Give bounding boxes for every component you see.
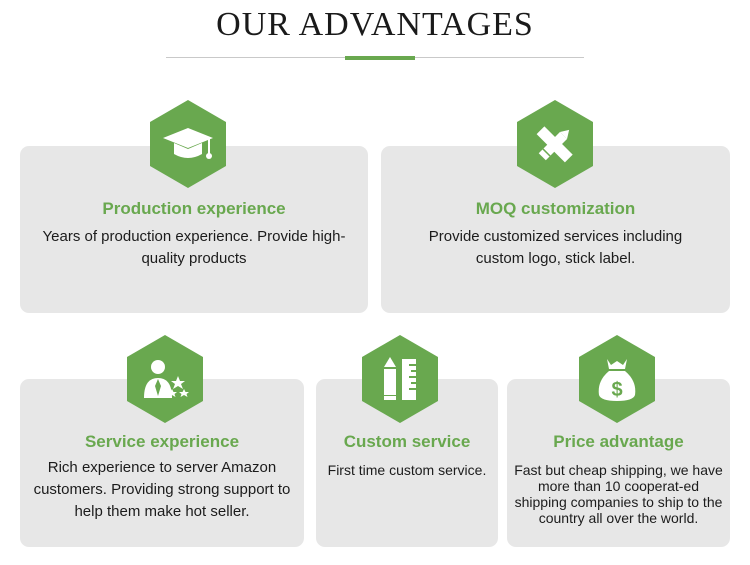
graduation-cap-icon [150,100,226,188]
card-title: Custom service [343,432,471,451]
card-service-experience: Service experience Rich experience to se… [20,379,304,547]
title-divider-accent [345,56,415,60]
card-text: Provide customized services including cu… [428,228,683,267]
page-title: OUR ADVANTAGES [216,6,534,43]
card-title: Production experience [102,199,286,218]
card-text: Years of production experience. Provide … [42,228,346,267]
card-text: Fast but cheap shipping, we have more th… [514,462,723,526]
card-title: Price advantage [553,432,684,451]
ruler-pencil-icon [517,100,593,188]
card-moq-customization: MOQ customization Provide customized ser… [381,146,730,313]
card-title: MOQ customization [475,199,636,218]
card-text: Rich experience to server Amazon custome… [33,459,291,520]
card-title: Service experience [84,432,240,451]
card-text: First time custom service. [327,462,487,478]
card-production-experience: Production experience Years of productio… [20,146,368,313]
svg-text:$: $ [611,379,622,401]
money-bag-icon: $ [579,335,655,423]
